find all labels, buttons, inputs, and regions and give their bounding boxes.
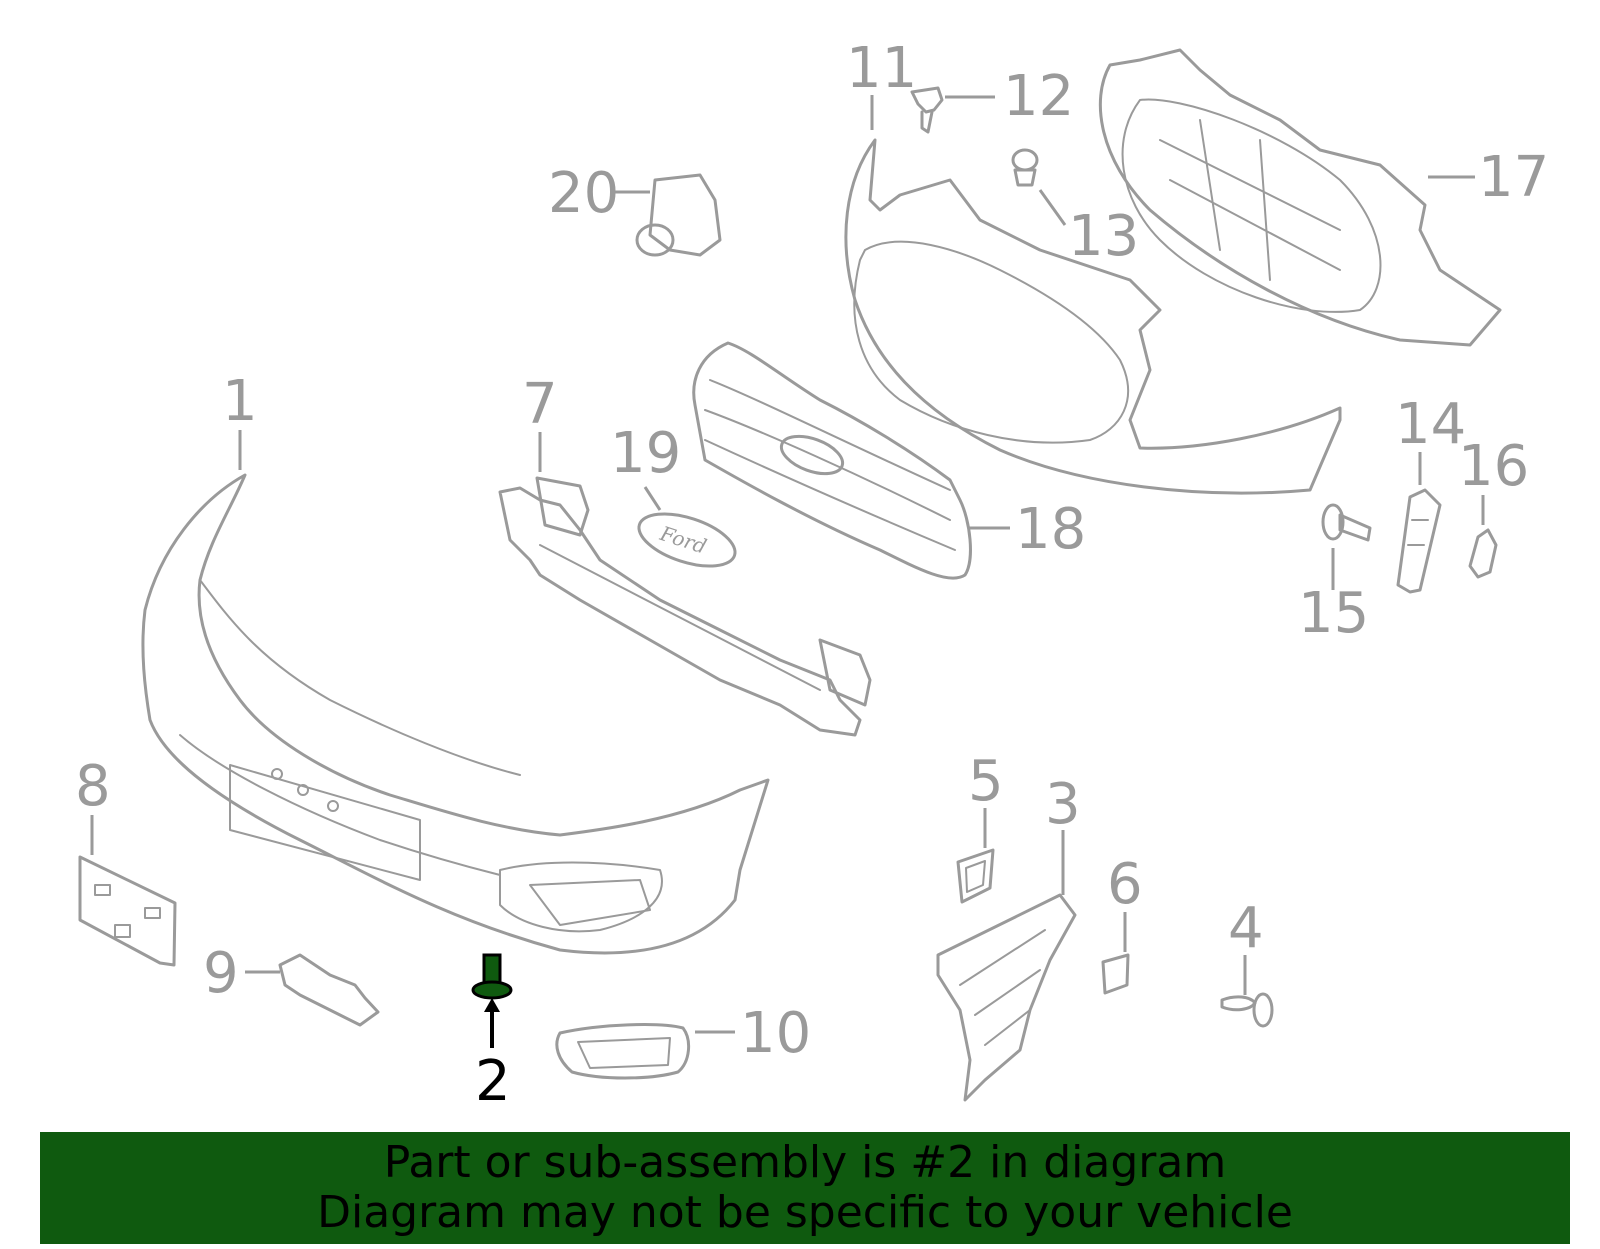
- callout-19: 19: [610, 421, 681, 486]
- leader-19: [643, 486, 662, 511]
- callout-5: 5: [968, 749, 1004, 814]
- callout-13: 13: [1068, 204, 1139, 269]
- info-banner: Part or sub-assembly is #2 in diagram Di…: [40, 1132, 1570, 1244]
- callout-numbers: 1 3 4 5 6 7 8 9 10 11 12 13 14 15 16 17 …: [75, 36, 1549, 1066]
- callout-9: 9: [203, 941, 239, 1006]
- part-9-bracket: [278, 953, 380, 1027]
- part-15-push-pin: [1321, 503, 1372, 542]
- callout-leaders: [90, 95, 1485, 1034]
- callout-2-highlight: 2: [475, 998, 511, 1114]
- callout-4: 4: [1228, 896, 1264, 961]
- part-18-grille: [692, 341, 972, 580]
- callout-16: 16: [1458, 434, 1529, 499]
- callout-14: 14: [1395, 392, 1466, 457]
- callout-20: 20: [548, 161, 619, 226]
- banner-line-2: Diagram may not be specific to your vehi…: [317, 1187, 1293, 1238]
- callout-7: 7: [522, 372, 558, 437]
- part-1-bumper-cover: [141, 473, 770, 955]
- callout-1: 1: [222, 369, 258, 434]
- callout-2: 2: [475, 1049, 511, 1114]
- part-14-bracket: [1396, 488, 1442, 594]
- callout-11: 11: [846, 36, 917, 101]
- part-16-clip: [1468, 528, 1498, 579]
- callout-17: 17: [1478, 145, 1549, 210]
- callout-12: 12: [1003, 64, 1074, 129]
- callout-8: 8: [75, 754, 111, 819]
- part-12-bolt: [910, 86, 944, 134]
- part-8-license-bracket: [78, 855, 177, 967]
- part-11-grille-panel: [844, 138, 1342, 495]
- part-10-fog-bezel: [555, 1023, 691, 1080]
- callout-3: 3: [1045, 772, 1081, 837]
- part-6-pad: [1101, 953, 1130, 995]
- part-5-pad: [956, 848, 995, 904]
- callout-6: 6: [1107, 852, 1143, 917]
- part-20-camera: [635, 173, 722, 257]
- part-4-push-pin: [1220, 992, 1274, 1028]
- banner-line-1: Part or sub-assembly is #2 in diagram: [383, 1137, 1227, 1188]
- part-17-grille-frame: [1098, 48, 1502, 347]
- part-3-bracket: [936, 893, 1077, 1102]
- leader-13: [1038, 189, 1067, 226]
- callout-10: 10: [740, 1001, 811, 1066]
- part-2-retainer-clip: [471, 953, 513, 1000]
- part-7-bumper-reinforcement: [498, 476, 872, 737]
- callout-15: 15: [1298, 581, 1369, 646]
- part-13-push-clip: [1011, 148, 1039, 187]
- callout-18: 18: [1015, 497, 1086, 562]
- part-19-emblem: Ford: [637, 512, 737, 568]
